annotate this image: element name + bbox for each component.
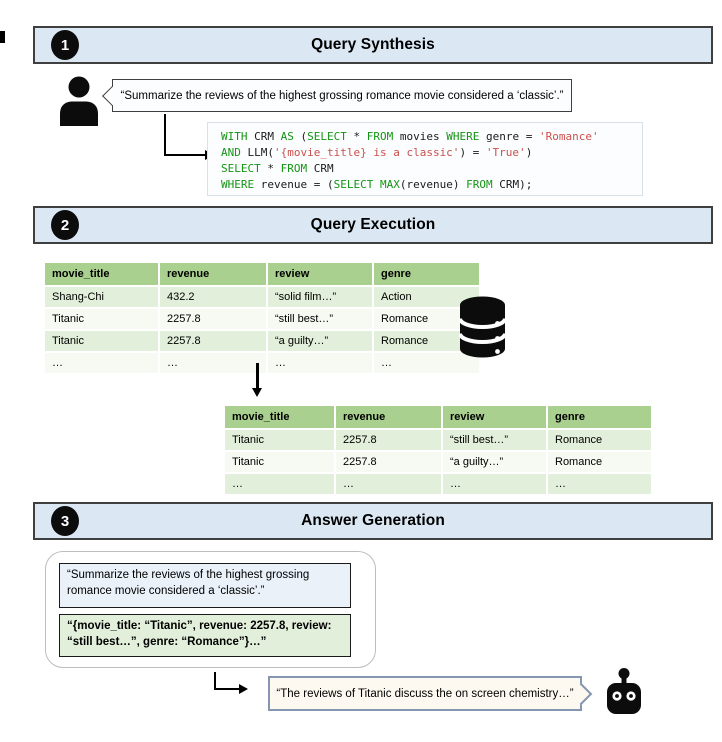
arrow-elbow-1-h [164, 154, 206, 156]
section-bar-answer-generation: 3 Answer Generation [33, 502, 713, 540]
prompt-context-box: “{movie_title: “Titanic”, revenue: 2257.… [59, 614, 351, 657]
table-cell: 2257.8 [334, 429, 442, 452]
section-title-query-synthesis: Query Synthesis [311, 36, 435, 53]
section-bar-query-synthesis: 1 Query Synthesis [33, 26, 713, 64]
step-3-badge: 3 [51, 506, 79, 536]
arrow-elbow-2 [214, 672, 216, 690]
page-edge-mark [0, 31, 5, 43]
llm-prompt-container: “Summarize the reviews of the highest gr… [45, 551, 376, 668]
section-title-query-execution: Query Execution [310, 216, 436, 233]
table-cell: … [546, 473, 651, 496]
table-cell: “still best…” [441, 429, 547, 452]
table-cell: Romance [546, 429, 651, 452]
table-header-cell: movie_title [45, 263, 159, 287]
table-header-cell: revenue [158, 263, 267, 287]
table-header-cell: review [441, 406, 547, 430]
sql-code-line: SELECT * FROM CRM [221, 162, 334, 175]
arrow-filter [256, 363, 259, 389]
database-icon [459, 296, 506, 358]
sql-code-line: AND LLM('{movie_title} is a classic') = … [221, 146, 533, 159]
table-cell: Titanic [45, 308, 159, 331]
user-query-text: “Summarize the reviews of the highest gr… [120, 89, 564, 102]
table-header-cell: genre [372, 263, 479, 287]
table-cell: Romance [372, 330, 479, 353]
table-cell: Action [372, 286, 479, 309]
user-icon [56, 76, 102, 126]
prompt-context-text: “{movie_title: “Titanic”, revenue: 2257.… [67, 620, 332, 648]
table-cell: Titanic [45, 330, 159, 353]
section-bar-query-execution: 2 Query Execution [33, 206, 713, 244]
table-cell: Titanic [225, 429, 335, 452]
table-cell: “a guilty…” [266, 330, 373, 353]
table-cell: “solid film…” [266, 286, 373, 309]
bubble-tail [102, 86, 122, 106]
table-cell: … [372, 352, 479, 375]
table-cell: … [225, 473, 335, 496]
table-cell: … [158, 352, 267, 375]
sql-code-line: WHERE revenue = (SELECT MAX(revenue) FRO… [221, 178, 533, 191]
arrowhead-to-filtered-table [252, 388, 262, 397]
table-cell: Romance [372, 308, 479, 331]
table-cell: … [334, 473, 442, 496]
table-cell: 2257.8 [158, 330, 267, 353]
step-2-badge: 2 [51, 210, 79, 240]
sql-query-box: WITH CRM AS (SELECT * FROM movies WHERE … [207, 122, 643, 196]
table-row: ………… [45, 352, 479, 375]
final-answer-bubble: “The reviews of Titanic discuss the on s… [268, 676, 593, 711]
arrow-elbow-1 [164, 114, 166, 156]
table-cell: 432.2 [158, 286, 267, 309]
arrow-elbow-2-h [214, 688, 240, 690]
user-query-bubble: “Summarize the reviews of the highest gr… [102, 79, 572, 112]
table-cell: 2257.8 [334, 451, 442, 474]
prompt-question-box: “Summarize the reviews of the highest gr… [59, 563, 351, 608]
table-cell: … [45, 352, 159, 375]
table-cell: Titanic [225, 451, 335, 474]
table-row: ………… [225, 473, 651, 496]
step-1-badge: 1 [51, 30, 79, 60]
prompt-question-text: “Summarize the reviews of the highest gr… [67, 569, 310, 597]
table-cell: “still best…” [266, 308, 373, 331]
table-cell: Romance [546, 451, 651, 474]
arrowhead-to-answer [239, 683, 248, 694]
section-title-answer-generation: Answer Generation [301, 512, 445, 529]
table-header-cell: genre [546, 406, 651, 430]
table-cell: “a guilty…” [441, 451, 547, 474]
table-cell: Shang-Chi [45, 286, 159, 309]
final-answer-text: “The reviews of Titanic discuss the on s… [276, 687, 574, 700]
table-cell: … [266, 352, 373, 375]
table-cell: … [441, 473, 547, 496]
table-header-cell: movie_title [225, 406, 335, 430]
table-header-cell: revenue [334, 406, 442, 430]
robot-icon [603, 668, 645, 716]
sql-code-line: WITH CRM AS (SELECT * FROM movies WHERE … [221, 130, 599, 143]
table-cell: 2257.8 [158, 308, 267, 331]
table-header-cell: review [266, 263, 373, 287]
bubble-tail-right [569, 682, 593, 706]
